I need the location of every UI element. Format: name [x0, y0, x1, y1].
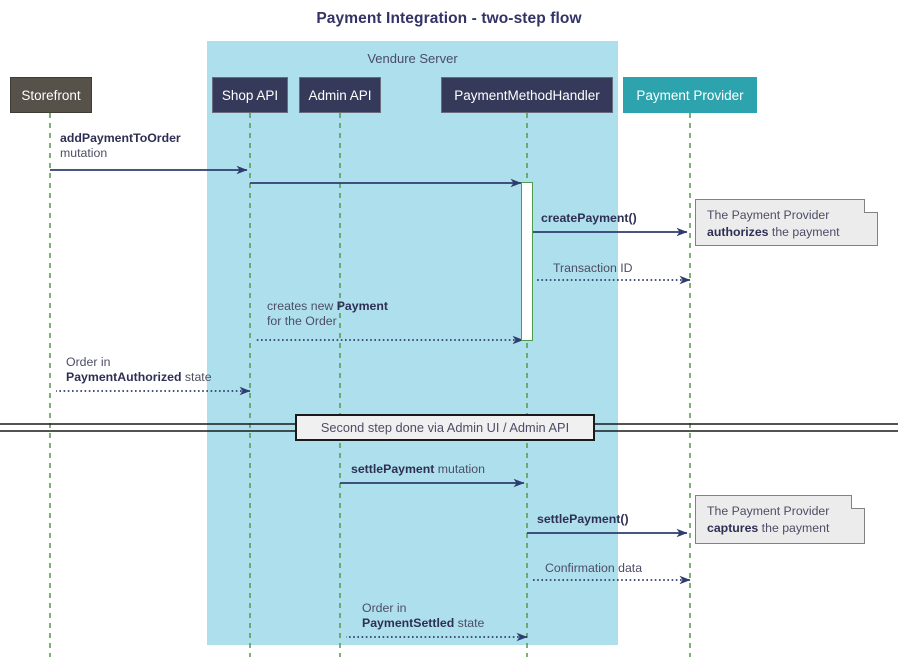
participant-admin-api-label: Admin API [308, 87, 372, 103]
label-order-payment-settled-line1: Order in [362, 601, 407, 615]
participant-storefront-label: Storefront [21, 87, 81, 103]
label-transaction-id-text: Transaction ID [553, 261, 633, 275]
label-order-payment-authorized-line1: Order in [66, 355, 111, 369]
participant-storefront[interactable]: Storefront [10, 77, 92, 113]
participant-admin-api[interactable]: Admin API [299, 77, 381, 113]
label-creates-new-payment-line2: for the Order [267, 314, 337, 328]
note-capture-line1: The Payment Provider [707, 504, 830, 518]
label-order-payment-settled: Order in PaymentSettled state [362, 601, 484, 631]
label-order-payment-settled-rest: state [454, 616, 485, 630]
label-creates-new-payment-bold: Payment [336, 299, 388, 313]
participant-payment-provider-label: Payment Provider [636, 87, 744, 103]
label-settle-payment-call-bold: settlePayment() [537, 512, 629, 526]
note-authorize-rest: the payment [768, 225, 840, 239]
label-create-payment: createPayment() [541, 211, 637, 226]
note-authorize-bold: authorizes [707, 225, 769, 239]
label-creates-new-payment: creates new Payment for the Order [267, 299, 388, 329]
note-capture-rest: the payment [758, 521, 830, 535]
group-vendure-server-label: Vendure Server [367, 51, 458, 66]
label-order-payment-authorized: Order in PaymentAuthorized state [66, 355, 212, 385]
note-authorize-line1: The Payment Provider [707, 208, 830, 222]
label-order-payment-authorized-bold: PaymentAuthorized [66, 370, 182, 384]
label-confirmation-data-text: Confirmation data [545, 561, 643, 575]
label-confirmation-data: Confirmation data [545, 561, 642, 576]
label-add-payment-to-order: addPaymentToOrder mutation [60, 131, 181, 161]
note-capture-bold: captures [707, 521, 759, 535]
note-authorize: The Payment Provider authorizes the paym… [695, 199, 878, 246]
divider-second-step: Second step done via Admin UI / Admin AP… [295, 414, 595, 441]
participant-payment-method-handler-label: PaymentMethodHandler [454, 87, 600, 103]
label-order-payment-settled-bold: PaymentSettled [362, 616, 455, 630]
label-creates-new-payment-rest: creates new [267, 299, 337, 313]
participant-payment-provider[interactable]: Payment Provider [623, 77, 757, 113]
label-settle-payment-mutation-bold: settlePayment [351, 462, 435, 476]
label-add-payment-to-order-line2: mutation [60, 146, 108, 160]
participant-shop-api-label: Shop API [221, 87, 279, 103]
page-title: Payment Integration - two-step flow [316, 10, 582, 27]
note-fold-icon [851, 495, 865, 509]
label-settle-payment-mutation-rest: mutation [434, 462, 485, 476]
note-fold-icon [864, 199, 878, 213]
activation-bar-payment-method-handler [521, 182, 533, 341]
group-vendure-server [207, 41, 618, 645]
label-add-payment-to-order-bold: addPaymentToOrder [60, 131, 181, 145]
label-transaction-id: Transaction ID [553, 261, 633, 276]
divider-rails [0, 423, 898, 432]
divider-second-step-label: Second step done via Admin UI / Admin AP… [320, 420, 570, 435]
label-settle-payment-mutation: settlePayment mutation [351, 462, 485, 477]
participant-payment-method-handler[interactable]: PaymentMethodHandler [441, 77, 613, 113]
note-capture: The Payment Provider captures the paymen… [695, 495, 865, 544]
label-order-payment-authorized-rest: state [181, 370, 212, 384]
participant-shop-api[interactable]: Shop API [212, 77, 288, 113]
label-settle-payment-call: settlePayment() [537, 512, 629, 527]
label-create-payment-bold: createPayment() [541, 211, 637, 225]
